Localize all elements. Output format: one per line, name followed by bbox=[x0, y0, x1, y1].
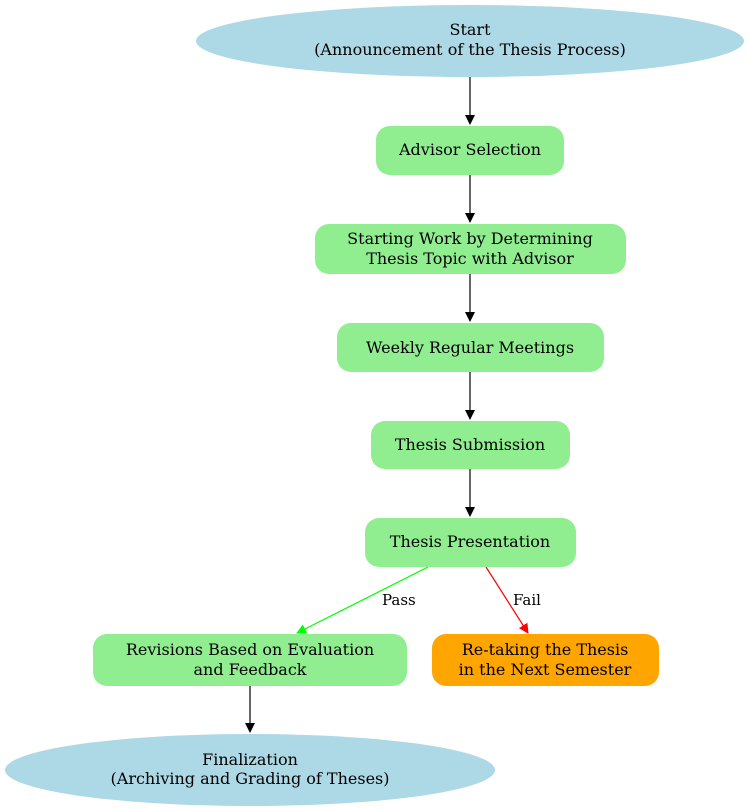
node-advisor-selection: Advisor Selection bbox=[376, 126, 564, 175]
node-thesis-submission: Thesis Submission bbox=[371, 421, 570, 469]
node-weekly-meetings: Weekly Regular Meetings bbox=[337, 323, 604, 372]
edge-pass bbox=[296, 566, 429, 634]
node-start: Start (Announcement of the Thesis Proces… bbox=[196, 5, 744, 77]
node-determine-topic-line2: Thesis Topic with Advisor bbox=[366, 249, 574, 268]
node-finalization-subtitle: (Archiving and Grading of Theses) bbox=[111, 769, 390, 788]
edge-label-fail: Fail bbox=[513, 591, 541, 609]
node-start-title: Start bbox=[449, 20, 491, 39]
node-revisions: Revisions Based on Evaluation and Feedba… bbox=[93, 634, 407, 686]
node-determine-topic: Starting Work by Determining Thesis Topi… bbox=[315, 224, 626, 274]
node-retake-line1: Re-taking the Thesis bbox=[462, 640, 629, 659]
edge-fail bbox=[485, 566, 529, 634]
node-revisions-line1: Revisions Based on Evaluation bbox=[126, 640, 374, 659]
node-retake: Re-taking the Thesis in the Next Semeste… bbox=[432, 634, 659, 686]
node-advisor-selection-label: Advisor Selection bbox=[398, 140, 541, 159]
node-retake-line2: in the Next Semester bbox=[459, 660, 632, 679]
node-finalization-title: Finalization bbox=[202, 750, 298, 769]
node-finalization: Finalization (Archiving and Grading of T… bbox=[5, 734, 495, 806]
edge-label-pass: Pass bbox=[382, 591, 416, 609]
node-weekly-meetings-label: Weekly Regular Meetings bbox=[366, 338, 574, 357]
node-thesis-presentation-label: Thesis Presentation bbox=[390, 532, 550, 551]
node-determine-topic-line1: Starting Work by Determining bbox=[347, 229, 593, 248]
node-revisions-line2: and Feedback bbox=[193, 660, 306, 679]
node-start-subtitle: (Announcement of the Thesis Process) bbox=[314, 40, 626, 59]
edges: Pass Fail bbox=[245, 77, 541, 733]
node-thesis-presentation: Thesis Presentation bbox=[365, 518, 576, 567]
node-thesis-submission-label: Thesis Submission bbox=[395, 435, 545, 454]
